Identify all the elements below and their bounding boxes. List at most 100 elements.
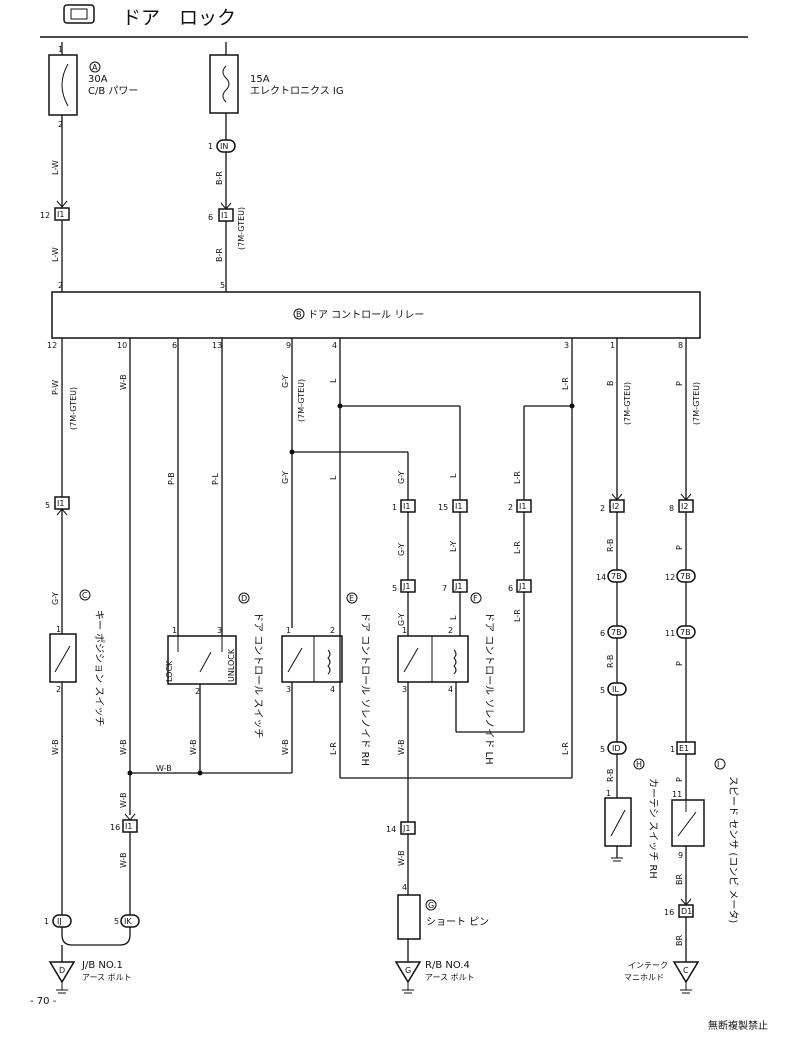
fuse-15a: 15A エレクトロニクス IG bbox=[209, 42, 344, 114]
connector-il-5: 5 IL bbox=[600, 682, 627, 696]
svg-text:BR: BR bbox=[675, 935, 684, 946]
connector-i1-12: 12 I1 bbox=[40, 200, 70, 221]
svg-text:12: 12 bbox=[47, 341, 57, 350]
svg-text:11: 11 bbox=[665, 629, 675, 638]
svg-text:G-Y: G-Y bbox=[51, 592, 60, 605]
relay-label: ドア コントロール リレー bbox=[308, 310, 424, 321]
svg-text:1: 1 bbox=[286, 626, 291, 635]
svg-text:W-B: W-B bbox=[189, 739, 198, 755]
svg-text:4: 4 bbox=[330, 685, 335, 694]
component-mark-a bbox=[89, 61, 101, 73]
connector-i2-2: 2 I2 bbox=[600, 493, 625, 513]
svg-text:16: 16 bbox=[110, 823, 120, 832]
svg-text:B-R: B-R bbox=[215, 248, 224, 262]
svg-text:P: P bbox=[675, 661, 684, 666]
svg-text:G-Y: G-Y bbox=[397, 543, 406, 556]
page-number: - 70 - bbox=[30, 996, 57, 1007]
svg-text:I2: I2 bbox=[681, 502, 688, 511]
connector-i1-1: 1 I1 bbox=[392, 499, 416, 513]
short-pin-label: ショート ピン bbox=[426, 916, 489, 928]
svg-text:I1: I1 bbox=[221, 211, 228, 220]
svg-text:B: B bbox=[606, 381, 615, 387]
lock-label: LOCK bbox=[165, 660, 174, 682]
svg-text:14: 14 bbox=[386, 825, 396, 834]
connector-i1-15: 15 I1 bbox=[438, 499, 468, 513]
svg-text:1: 1 bbox=[392, 503, 397, 512]
connector-i1-5: 5 I1 bbox=[45, 496, 70, 516]
svg-text:(7M-GTEU): (7M-GTEU) bbox=[692, 382, 701, 425]
svg-text:1: 1 bbox=[606, 789, 611, 798]
ground-jb1: D J/B NO.1 アース ボルト bbox=[48, 960, 132, 994]
door-control-relay: B ドア コントロール リレー bbox=[51, 291, 701, 339]
connector-i1-2: 2 I1 bbox=[508, 499, 532, 513]
page-title: ドア ロック bbox=[122, 7, 236, 29]
lock-icon bbox=[63, 4, 95, 24]
svg-text:L-Y: L-Y bbox=[449, 541, 458, 552]
connector-j1-14: 14 J1 bbox=[386, 821, 416, 835]
svg-text:14: 14 bbox=[596, 573, 606, 582]
unlock-label: UNLOCK bbox=[227, 648, 236, 682]
svg-text:9: 9 bbox=[286, 341, 291, 350]
svg-text:I2: I2 bbox=[612, 502, 619, 511]
svg-text:G-Y: G-Y bbox=[397, 471, 406, 484]
svg-text:12: 12 bbox=[40, 211, 50, 220]
svg-text:(7M-GTEU): (7M-GTEU) bbox=[69, 387, 78, 430]
svg-text:G-Y: G-Y bbox=[281, 375, 290, 388]
svg-text:B: B bbox=[296, 310, 302, 319]
header: ドア ロック bbox=[40, 4, 748, 38]
svg-text:L: L bbox=[329, 378, 338, 383]
fuse-30a-name: C/B パワー bbox=[88, 85, 138, 97]
svg-text:ID: ID bbox=[612, 744, 621, 753]
solenoid-rh-label: ドア コントロール ソレノイド RH bbox=[359, 612, 370, 766]
svg-text:W-B: W-B bbox=[119, 852, 128, 868]
short-pin: 4 G ショート ピン bbox=[397, 883, 489, 940]
svg-text:I: I bbox=[717, 760, 719, 769]
svg-text:4: 4 bbox=[448, 685, 453, 694]
svg-text:E: E bbox=[349, 594, 354, 603]
svg-text:P: P bbox=[675, 545, 684, 550]
svg-text:W-B: W-B bbox=[119, 374, 128, 390]
svg-text:L-R: L-R bbox=[513, 541, 522, 554]
svg-text:4: 4 bbox=[332, 341, 337, 350]
courtesy-switch-label: カーテシ スイッチ RH bbox=[647, 778, 659, 879]
door-solenoid-rh: 1 2 3 4 E ドア コントロール ソレノイド RH bbox=[281, 592, 370, 766]
svg-text:アース ボルト: アース ボルト bbox=[82, 973, 132, 982]
ground-intake-manifold: C インテーク マニホルド bbox=[624, 961, 700, 994]
svg-text:7B: 7B bbox=[611, 628, 622, 637]
connector-7b-11: 11 7B bbox=[665, 625, 696, 639]
svg-text:1: 1 bbox=[44, 917, 49, 926]
fuse-15a-name: エレクトロニクス IG bbox=[250, 85, 344, 97]
svg-text:I1: I1 bbox=[125, 822, 132, 831]
door-solenoid-lh: 1 2 3 4 F ドア コントロール ソレノイド LH bbox=[397, 592, 494, 765]
door-control-switch: 1 3 LOCK UNLOCK 2 D ドア コントロール スイッチ bbox=[165, 592, 264, 738]
svg-text:2: 2 bbox=[195, 687, 200, 696]
svg-text:5: 5 bbox=[114, 917, 119, 926]
connector-i1-6: 6 I1 bbox=[208, 202, 234, 222]
svg-text:アース ボルト: アース ボルト bbox=[425, 973, 475, 982]
svg-text:4: 4 bbox=[402, 883, 407, 892]
svg-text:(7M-GTEU): (7M-GTEU) bbox=[297, 379, 306, 422]
svg-text:1: 1 bbox=[172, 626, 177, 635]
ground-rb4: G R/B NO.4 アース ボルト bbox=[394, 960, 475, 994]
connector-d1-16: 16 D1 bbox=[664, 898, 694, 918]
svg-text:W-B: W-B bbox=[51, 739, 60, 755]
svg-text:D: D bbox=[59, 966, 65, 975]
svg-text:J1: J1 bbox=[454, 582, 462, 591]
svg-text:R-B: R-B bbox=[606, 769, 615, 782]
svg-text:L-R: L-R bbox=[329, 742, 338, 755]
connector-7b-6: 6 7B bbox=[600, 625, 627, 639]
svg-text:2: 2 bbox=[56, 685, 61, 694]
svg-text:2: 2 bbox=[58, 281, 63, 290]
connector-j1-7: 7 J1 bbox=[442, 579, 468, 593]
svg-text:P-W: P-W bbox=[51, 380, 60, 395]
connector-7b-14: 14 7B bbox=[596, 569, 627, 583]
svg-text:6: 6 bbox=[600, 629, 605, 638]
svg-text:D: D bbox=[241, 594, 247, 603]
svg-text:J1: J1 bbox=[518, 582, 526, 591]
svg-text:R-B: R-B bbox=[606, 539, 615, 552]
svg-text:E1: E1 bbox=[679, 744, 689, 753]
svg-text:L: L bbox=[449, 473, 458, 478]
svg-text:5: 5 bbox=[600, 686, 605, 695]
svg-text:L-R: L-R bbox=[561, 742, 570, 755]
svg-text:10: 10 bbox=[117, 341, 127, 350]
